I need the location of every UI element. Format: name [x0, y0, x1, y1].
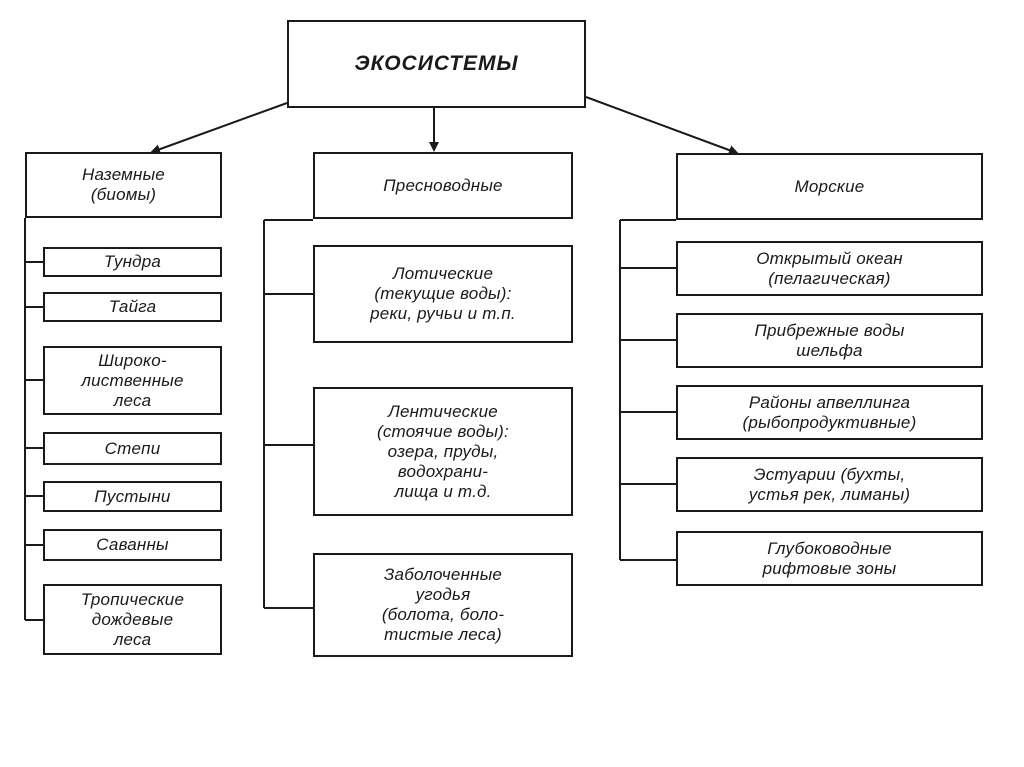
- arrow-to-terrestrial: [150, 102, 288, 154]
- marine-item-open-ocean: Открытый океан (пелагическая): [676, 241, 983, 296]
- marine-item-deep-sea-rift-zones: Глубоководные рифтовые зоны: [676, 531, 983, 586]
- freshwater-item-wetlands: Заболоченные угодья (болота, боло- тисты…: [313, 553, 573, 657]
- marine-item-shelf-waters: Прибрежные воды шельфа: [676, 313, 983, 368]
- terrestrial-item-tundra: Тундра: [43, 247, 222, 277]
- category-terrestrial-header: Наземные (биомы): [25, 152, 222, 218]
- terrestrial-item-tropical-rainforest: Тропические дождевые леса: [43, 584, 222, 655]
- terrestrial-item-taiga: Тайга: [43, 292, 222, 322]
- root-ecosystems-box: ЭКОСИСТЕМЫ: [287, 20, 586, 108]
- freshwater-item-lotic: Лотические (текущие воды): реки, ручьи и…: [313, 245, 573, 343]
- marine-item-upwelling-regions: Районы апвеллинга (рыбопродуктивные): [676, 385, 983, 440]
- arrow-to-marine: [585, 96, 739, 155]
- marine-item-estuaries: Эстуарии (бухты, устья рек, лиманы): [676, 457, 983, 512]
- terrestrial-item-steppes: Степи: [43, 432, 222, 465]
- category-freshwater-header: Пресноводные: [313, 152, 573, 219]
- terrestrial-item-broadleaf-forests: Широко- лиственные леса: [43, 346, 222, 415]
- freshwater-item-lentic: Лентические (стоячие воды): озера, пруды…: [313, 387, 573, 516]
- terrestrial-item-savannas: Саванны: [43, 529, 222, 561]
- category-marine-header: Морские: [676, 153, 983, 220]
- terrestrial-item-deserts: Пустыни: [43, 481, 222, 512]
